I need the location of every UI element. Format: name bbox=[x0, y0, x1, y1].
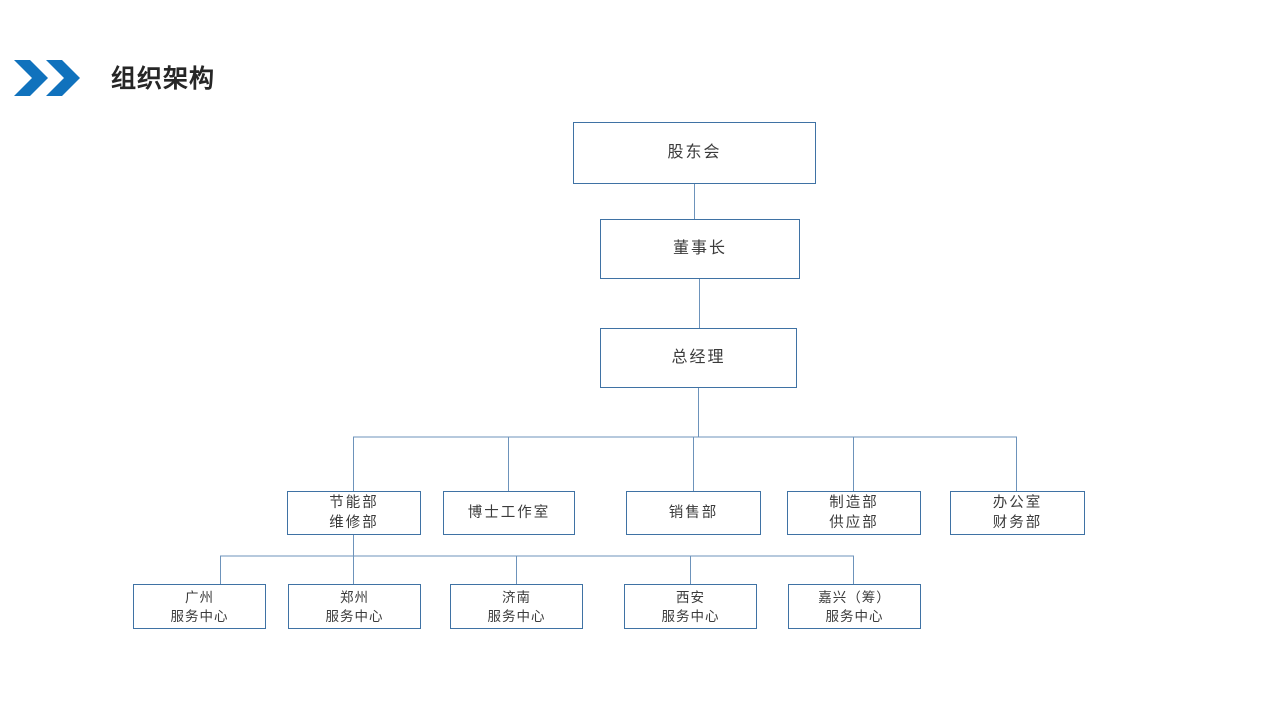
double-chevron-right-icon bbox=[14, 58, 86, 98]
org-node-jiaxing-service-center[interactable]: 嘉兴（筹） 服务中心 bbox=[788, 584, 921, 629]
org-node-label: 办公室 bbox=[992, 495, 1043, 511]
org-node-energy-maintenance-dept[interactable]: 节能部维修部 bbox=[287, 491, 421, 535]
org-node-xian-service-center[interactable]: 西安服务中心 bbox=[624, 584, 757, 629]
org-node-office-finance-dept[interactable]: 办公室财务部 bbox=[950, 491, 1085, 535]
org-node-label: 服务中心 bbox=[170, 608, 229, 624]
org-node-label: 制造部 bbox=[829, 495, 879, 511]
org-node-chairman[interactable]: 董事长 bbox=[600, 219, 800, 279]
org-node-label: 服务中心 bbox=[825, 608, 884, 624]
org-node-label: 董事长 bbox=[672, 240, 727, 257]
org-node-sales-dept[interactable]: 销售部 bbox=[626, 491, 761, 535]
org-node-shareholders[interactable]: 股东会 bbox=[573, 122, 816, 184]
org-node-label: 财务部 bbox=[992, 515, 1043, 531]
org-node-general-manager[interactable]: 总经理 bbox=[600, 328, 797, 388]
org-node-zhengzhou-service-center[interactable]: 郑州服务中心 bbox=[288, 584, 421, 629]
org-node-label: 供应部 bbox=[829, 515, 879, 531]
org-node-manufacturing-supply-dept[interactable]: 制造部供应部 bbox=[787, 491, 921, 535]
org-node-label: 销售部 bbox=[668, 505, 719, 521]
org-node-label: 嘉兴（筹） bbox=[818, 589, 891, 605]
org-node-label: 服务中心 bbox=[325, 608, 384, 624]
org-node-label: 节能部 bbox=[329, 495, 379, 511]
page-title: 组织架构 bbox=[111, 65, 216, 93]
org-node-label: 广州 bbox=[185, 589, 214, 605]
org-node-label: 西安 bbox=[676, 589, 705, 605]
org-node-label: 博士工作室 bbox=[467, 505, 551, 521]
org-node-guangzhou-service-center[interactable]: 广州服务中心 bbox=[133, 584, 266, 629]
org-node-label: 服务中心 bbox=[661, 608, 720, 624]
org-node-doctoral-studio[interactable]: 博士工作室 bbox=[443, 491, 575, 535]
org-node-label: 济南 bbox=[502, 589, 531, 605]
chevron-right-icon-1 bbox=[14, 58, 50, 98]
org-node-label: 股东会 bbox=[667, 144, 722, 161]
org-node-label: 服务中心 bbox=[487, 608, 546, 624]
org-node-jinan-service-center[interactable]: 济南服务中心 bbox=[450, 584, 583, 629]
org-node-label: 总经理 bbox=[671, 349, 726, 366]
org-node-label: 郑州 bbox=[340, 589, 369, 605]
page-header: 组织架构 bbox=[0, 0, 1280, 120]
org-node-label: 维修部 bbox=[329, 515, 379, 531]
chevron-right-icon-2 bbox=[46, 58, 82, 98]
